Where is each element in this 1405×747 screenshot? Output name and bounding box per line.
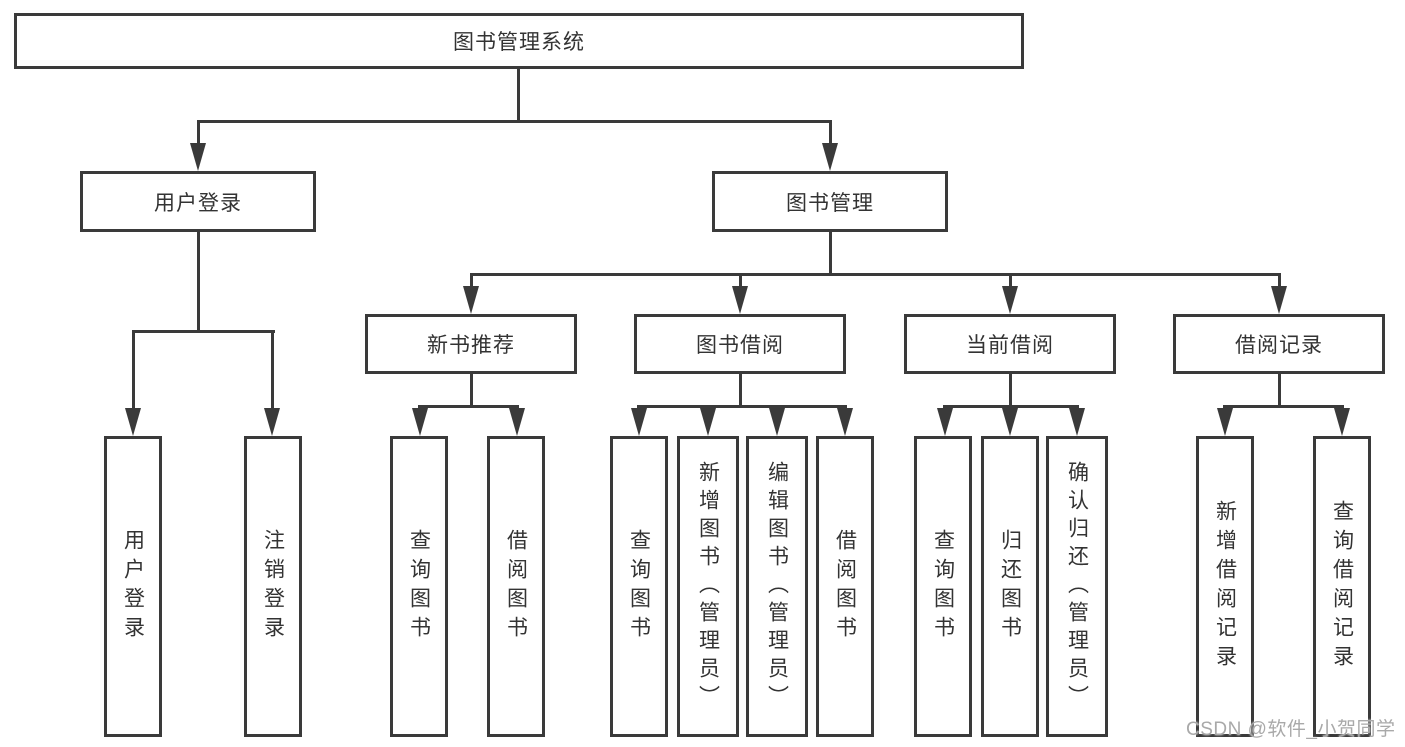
leaf-add-borrow-record: 新增借阅记录 bbox=[1196, 436, 1254, 737]
arrowhead-book-management bbox=[822, 143, 838, 171]
node-borrow-record: 借阅记录 bbox=[1173, 314, 1385, 374]
leaf-query-books-1: 查询图书 bbox=[390, 436, 448, 737]
leaf-borrow-books-1: 借阅图书 bbox=[487, 436, 545, 737]
connector-current-borrow-hbar bbox=[943, 405, 1079, 408]
connector-stem-book-management bbox=[829, 120, 832, 145]
node-book-management-label: 图书管理 bbox=[786, 191, 874, 215]
leaf-add-books-admin-label: 新增图书（管理员） bbox=[696, 460, 720, 713]
arrowhead-leaf-query-books-3 bbox=[937, 408, 953, 436]
node-user-login-label: 用户登录 bbox=[154, 191, 242, 215]
leaf-logout: 注销登录 bbox=[244, 436, 302, 737]
connector-user-login-stem bbox=[197, 232, 200, 330]
leaf-query-borrow-record: 查询借阅记录 bbox=[1313, 436, 1371, 737]
leaf-edit-books-admin-label: 编辑图书（管理员） bbox=[765, 460, 789, 713]
arrowhead-leaf-query-books-2 bbox=[631, 408, 647, 436]
node-user-login: 用户登录 bbox=[80, 171, 316, 232]
connector-borrow-record-hbar bbox=[1223, 405, 1344, 408]
leaf-add-books-admin: 新增图书（管理员） bbox=[677, 436, 739, 737]
arrowhead-leaf-borrow-books-1 bbox=[509, 408, 525, 436]
leaf-borrow-books-2: 借阅图书 bbox=[816, 436, 874, 737]
arrowhead-leaf-login bbox=[125, 408, 141, 436]
connector-root-hbar bbox=[197, 120, 832, 123]
connector-stem-current-borrow bbox=[1009, 273, 1012, 288]
connector-borrow-record-stem bbox=[1278, 374, 1281, 405]
node-borrow-record-label: 借阅记录 bbox=[1235, 334, 1323, 357]
arrowhead-leaf-query-books-1 bbox=[412, 408, 428, 436]
leaf-add-borrow-record-label: 新增借阅记录 bbox=[1213, 499, 1237, 674]
node-new-book-recommend: 新书推荐 bbox=[365, 314, 577, 374]
connector-current-borrow-stem bbox=[1009, 374, 1012, 405]
leaf-query-books-2-label: 查询图书 bbox=[627, 528, 651, 645]
node-book-borrow-label: 图书借阅 bbox=[696, 334, 784, 357]
leaf-query-books-3: 查询图书 bbox=[914, 436, 972, 737]
arrowhead-user-login bbox=[190, 143, 206, 171]
node-root-label: 图书管理系统 bbox=[453, 31, 585, 54]
connector-root-stem bbox=[517, 69, 520, 120]
leaf-edit-books-admin: 编辑图书（管理员） bbox=[746, 436, 808, 737]
leaf-query-books-2: 查询图书 bbox=[610, 436, 668, 737]
connector-user-login-hbar bbox=[132, 330, 275, 333]
node-current-borrow: 当前借阅 bbox=[904, 314, 1116, 374]
node-current-borrow-label: 当前借阅 bbox=[966, 334, 1054, 357]
leaf-confirm-return-admin: 确认归还（管理员） bbox=[1046, 436, 1108, 737]
leaf-return-books-label: 归还图书 bbox=[998, 528, 1022, 645]
connector-new-book-stem bbox=[470, 374, 473, 405]
connector-stem-leaf-login bbox=[132, 330, 135, 410]
connector-level3-hbar bbox=[471, 273, 1281, 276]
leaf-confirm-return-admin-label: 确认归还（管理员） bbox=[1065, 460, 1089, 713]
connector-stem-new-book bbox=[470, 273, 473, 288]
leaf-query-books-3-label: 查询图书 bbox=[931, 528, 955, 645]
leaf-logout-label: 注销登录 bbox=[261, 528, 285, 645]
csdn-watermark: CSDN @软件_小贺同学 bbox=[1186, 719, 1396, 740]
connector-stem-user-login bbox=[197, 120, 200, 145]
connector-stem-book-borrow bbox=[739, 273, 742, 288]
arrowhead-leaf-edit-books bbox=[769, 408, 785, 436]
arrowhead-leaf-add-books bbox=[700, 408, 716, 436]
arrowhead-book-borrow bbox=[732, 286, 748, 314]
connector-stem-leaf-logout bbox=[271, 330, 274, 410]
node-book-management: 图书管理 bbox=[712, 171, 948, 232]
connector-new-book-hbar bbox=[418, 405, 519, 408]
arrowhead-leaf-confirm-return bbox=[1069, 408, 1085, 436]
connector-book-borrow-hbar bbox=[637, 405, 847, 408]
node-book-borrow: 图书借阅 bbox=[634, 314, 846, 374]
leaf-user-login-label: 用户登录 bbox=[121, 528, 145, 645]
connector-stem-borrow-record bbox=[1278, 273, 1281, 288]
arrowhead-leaf-add-record bbox=[1217, 408, 1233, 436]
connector-book-management-stem bbox=[829, 232, 832, 273]
arrowhead-borrow-record bbox=[1271, 286, 1287, 314]
leaf-borrow-books-1-label: 借阅图书 bbox=[504, 528, 528, 645]
arrowhead-leaf-logout bbox=[264, 408, 280, 436]
leaf-query-borrow-record-label: 查询借阅记录 bbox=[1330, 499, 1354, 674]
arrowhead-leaf-return-books bbox=[1002, 408, 1018, 436]
arrowhead-current-borrow bbox=[1002, 286, 1018, 314]
leaf-borrow-books-2-label: 借阅图书 bbox=[833, 528, 857, 645]
leaf-return-books: 归还图书 bbox=[981, 436, 1039, 737]
leaf-user-login: 用户登录 bbox=[104, 436, 162, 737]
arrowhead-leaf-query-record bbox=[1334, 408, 1350, 436]
connector-book-borrow-stem bbox=[739, 374, 742, 405]
node-root-system: 图书管理系统 bbox=[14, 13, 1024, 69]
arrowhead-leaf-borrow-books-2 bbox=[837, 408, 853, 436]
arrowhead-new-book bbox=[463, 286, 479, 314]
node-new-book-label: 新书推荐 bbox=[427, 334, 515, 357]
leaf-query-books-1-label: 查询图书 bbox=[407, 528, 431, 645]
